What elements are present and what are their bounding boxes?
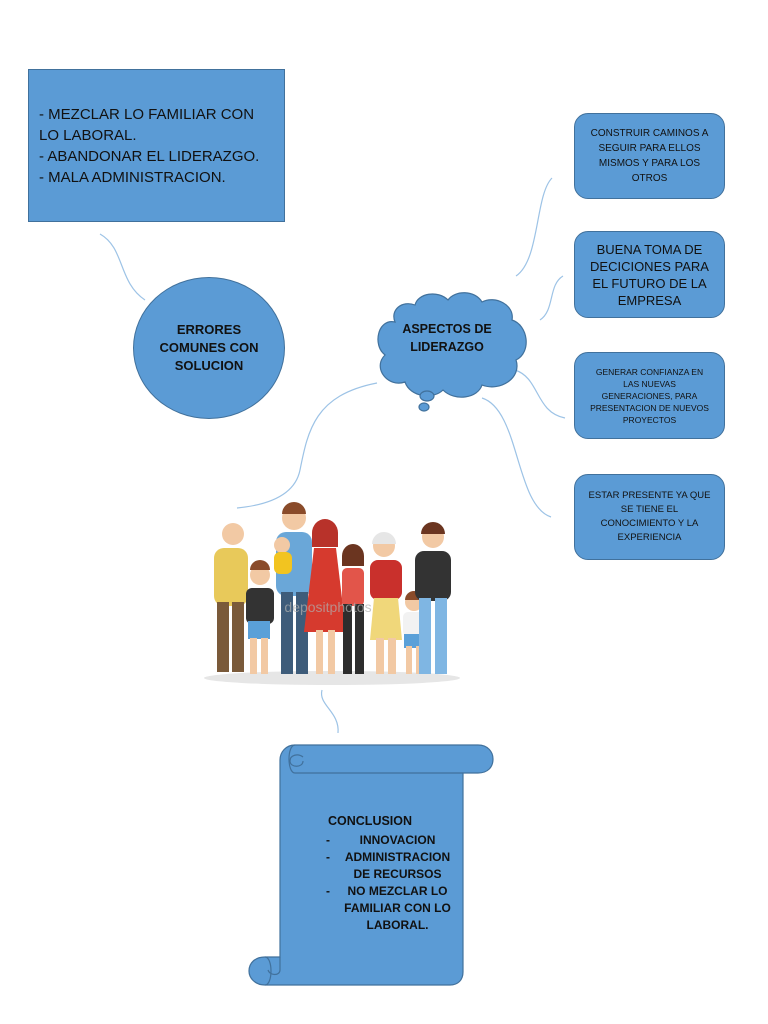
connector-aspect-2 (539, 275, 564, 321)
aspect-text-3: GENERAR CONFIANZA EN LAS NUEVAS GENERACI… (590, 366, 709, 425)
conclusion-item-text: NO MEZCLAR LO FAMILIAR CON LO LABORAL. (344, 884, 451, 932)
aspect-box-1: CONSTRUIR CAMINOS A SEGUIR PARA ELLOS MI… (574, 113, 725, 199)
errors-line-2: LO LABORAL. (39, 127, 137, 144)
conclusion-item-text: ADMINISTRACION DE RECURSOS (344, 850, 451, 881)
aspect-box-2: BUENA TOMA DE DECICIONES PARA EL FUTURO … (574, 231, 725, 318)
connector-aspect-3 (514, 369, 566, 419)
conclusion-title: CONCLUSION (328, 814, 413, 828)
conclusion-item: - INNOVACION (300, 832, 475, 849)
conclusion-item: - ADMINISTRACION DE RECURSOS (300, 849, 475, 883)
conclusion-dash: - (326, 850, 330, 864)
conclusion-block: CONCLUSION - INNOVACION - ADMINISTRACION… (300, 812, 475, 934)
connector-aspect-1 (515, 177, 553, 277)
connector-aspect-4 (481, 397, 552, 518)
errors-line-1: - MEZCLAR LO FAMILIAR CON (39, 106, 255, 123)
errors-node-label: ERRORES COMUNES CON SOLUCION (159, 322, 259, 373)
conclusion-item: - NO MEZCLAR LO FAMILIAR CON LO LABORAL. (300, 883, 475, 934)
errors-node-circle: ERRORES COMUNES CON SOLUCION (133, 277, 285, 419)
connector-family (236, 382, 378, 509)
errors-line-4: - MALA ADMINISTRACION. (39, 169, 226, 186)
connector-conclusion (321, 689, 339, 734)
errors-line-3: - ABANDONAR EL LIDERAZGO. (39, 148, 260, 165)
thought-cloud-icon (377, 292, 527, 412)
conclusion-item-text: INNOVACION (359, 833, 436, 847)
aspect-box-3: GENERAR CONFIANZA EN LAS NUEVAS GENERACI… (574, 352, 725, 439)
aspect-box-4: ESTAR PRESENTE YA QUE SE TIENE EL CONOCI… (574, 474, 725, 560)
conclusion-dash: - (326, 884, 330, 898)
aspect-text-1: CONSTRUIR CAMINOS A SEGUIR PARA ELLOS MI… (590, 128, 709, 184)
errors-list-box: - MEZCLAR LO FAMILIAR CON LO LABORAL. - … (28, 69, 285, 222)
conclusion-dash: - (326, 833, 330, 847)
connector-errors (99, 233, 146, 301)
watermark-text: depositphotos (284, 599, 371, 615)
family-illustration: depositphotos (204, 502, 460, 685)
center-node-label: ASPECTOS DE LIDERAZGO (402, 322, 492, 354)
aspect-text-2: BUENA TOMA DE DECICIONES PARA EL FUTURO … (590, 241, 709, 308)
aspect-text-4: ESTAR PRESENTE YA QUE SE TIENE EL CONOCI… (588, 490, 711, 543)
connector-lines (99, 177, 566, 734)
scroll-shape (248, 744, 494, 986)
